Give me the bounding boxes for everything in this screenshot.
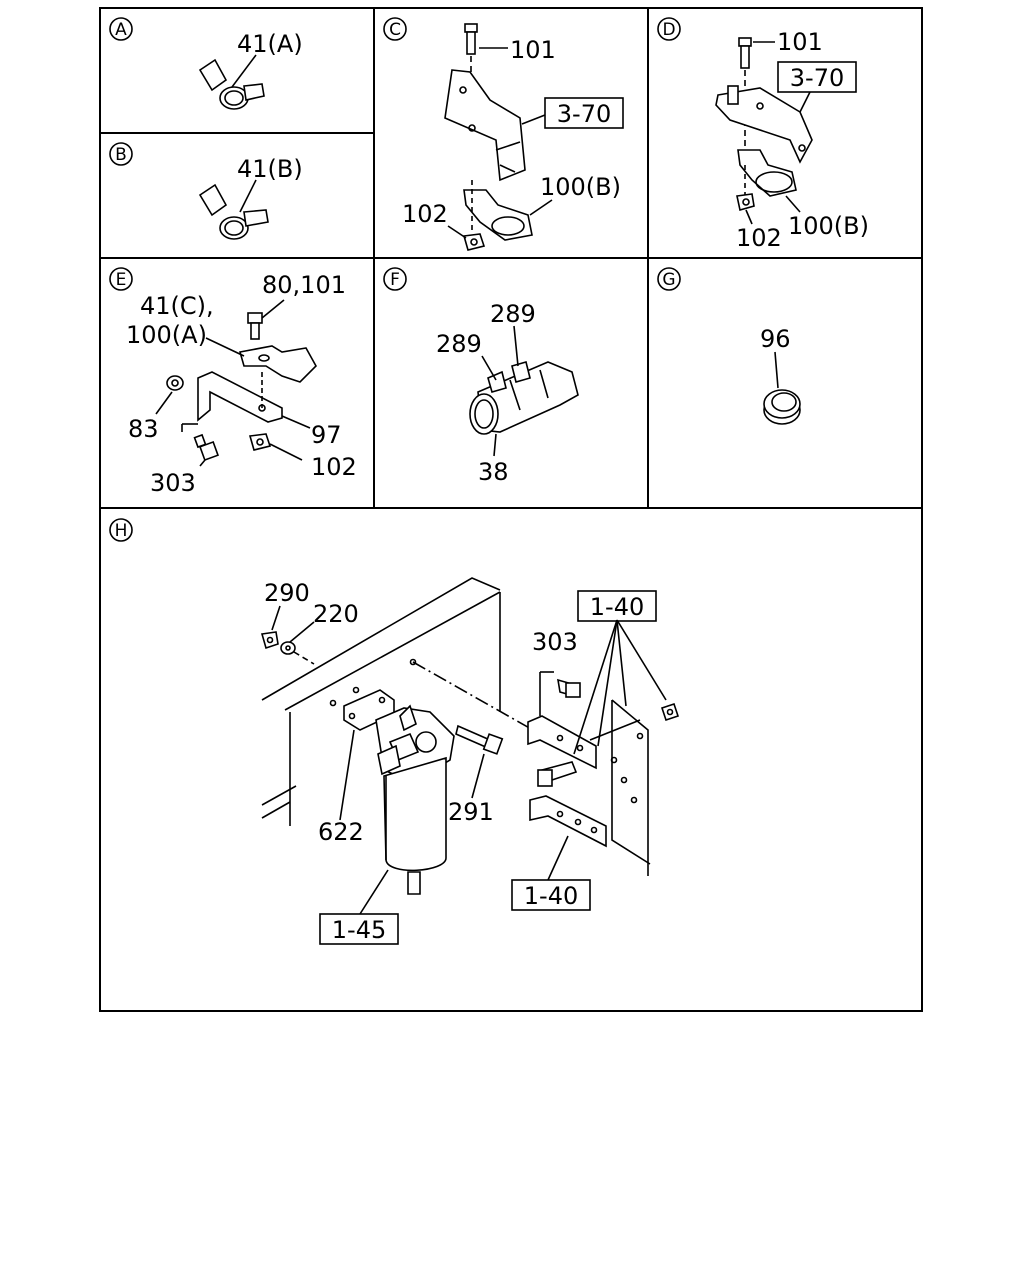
nut-icon [736, 193, 755, 225]
frame-rail-icon [261, 577, 541, 826]
clamp-icon [737, 149, 801, 213]
clip-icon [205, 337, 317, 383]
panel-e-letter: E [116, 270, 127, 290]
panel-f-marker: F [383, 267, 407, 291]
panel-c: C 3-70 101 100(B) 102 [383, 17, 624, 251]
hose-38-label: 38 [478, 458, 509, 486]
bolt-101-label-c: 101 [510, 36, 556, 64]
hose-icon [469, 361, 579, 435]
panel-f-letter: F [390, 270, 400, 290]
nut-washer-icon [260, 605, 315, 665]
nut-102-label-c: 102 [402, 200, 448, 228]
clip-41c-label: 41(C), [140, 292, 214, 320]
bracket-icon [444, 69, 546, 182]
hose-clip-a-icon [198, 54, 265, 110]
panel-g: G 96 [657, 267, 801, 425]
grommet-icon [763, 351, 801, 425]
washer-83-label: 83 [128, 415, 159, 443]
ref-3-70-label-d: 3-70 [790, 64, 844, 92]
panel-b-letter: B [115, 145, 127, 165]
panel-a: A 41(A) [109, 17, 303, 110]
clip-b-label: 41(B) [237, 155, 303, 183]
hose-38-leader [493, 433, 497, 457]
bolt-101-label-d: 101 [777, 28, 823, 56]
ref-1-40-leaders [573, 619, 667, 755]
clip-289-leader-top [513, 325, 519, 367]
ref-1-40-label-top: 1-40 [590, 593, 644, 621]
panel-h-marker: H [109, 518, 133, 542]
panel-c-letter: C [389, 20, 401, 40]
ref-1-45-label: 1-45 [332, 916, 386, 944]
bolt-303-label-e: 303 [150, 469, 196, 497]
bracket-icon [715, 85, 813, 164]
bolt-icon [247, 299, 285, 340]
panel-h-letter: H [115, 521, 128, 541]
filter-leader [359, 869, 389, 915]
panel-e: E 41(C), 100(A) 80,101 [109, 267, 357, 497]
bolt-303-label-h: 303 [532, 628, 578, 656]
grommet-96-label: 96 [760, 325, 791, 353]
side-plate-icon [589, 699, 680, 876]
plate-622-label: 622 [318, 818, 364, 846]
ref-1-45-box [319, 913, 399, 945]
panel-d-letter: D [662, 20, 675, 40]
panel-h: H 290 220 [109, 518, 680, 945]
ref-3-70-box-d [777, 61, 857, 93]
mount-bracket-icon [527, 671, 607, 881]
bolt-80-101-label: 80,101 [262, 271, 346, 299]
panel-c-marker: C [383, 17, 407, 41]
bracket-97-label: 97 [311, 421, 342, 449]
clamp-100b-label-d: 100(B) [788, 212, 869, 240]
ref-1-40-box-bottom [511, 879, 591, 911]
nut-icon [248, 433, 303, 461]
nut-icon [447, 225, 486, 251]
panel-g-letter: G [662, 270, 675, 290]
panel-a-letter: A [115, 20, 127, 40]
panel-f: F 289 289 38 [383, 267, 579, 486]
clip-289-left-label: 289 [436, 330, 482, 358]
nut-102-label-d: 102 [736, 224, 782, 252]
panel-d-marker: D [657, 17, 681, 41]
washer-220-label: 220 [313, 600, 359, 628]
bracket-icon [197, 371, 311, 429]
nut-290-label: 290 [264, 579, 310, 607]
panel-b: B 41(B) [109, 142, 303, 240]
panel-e-marker: E [109, 267, 133, 291]
bolt-291-icon [455, 724, 504, 799]
clamp-100a-label: 100(A) [126, 321, 207, 349]
washer-icon [155, 375, 184, 415]
clip-a-label: 41(A) [237, 30, 303, 58]
ref-3-70-label-c: 3-70 [557, 100, 611, 128]
panel-g-marker: G [657, 267, 681, 291]
clip-289-leader-left [481, 355, 497, 381]
panel-d: D 3-70 101 100(B) 102 [657, 17, 869, 252]
diagram-frame [99, 7, 923, 1012]
ref-3-70-box-c [544, 97, 624, 129]
clip-289-top-label: 289 [490, 300, 536, 328]
panel-b-marker: B [109, 142, 133, 166]
bolt-291-label: 291 [448, 798, 494, 826]
hose-clip-b-icon [198, 179, 269, 240]
bolt-303-icon [181, 423, 219, 467]
clamp-icon [463, 180, 553, 241]
ref-1-40-label-bottom: 1-40 [524, 882, 578, 910]
panel-a-marker: A [109, 17, 133, 41]
clamp-100b-label-c: 100(B) [540, 173, 621, 201]
fuel-filter-icon [375, 704, 455, 895]
ref-1-40-box-top [577, 590, 657, 622]
nut-102-label-e: 102 [311, 453, 357, 481]
